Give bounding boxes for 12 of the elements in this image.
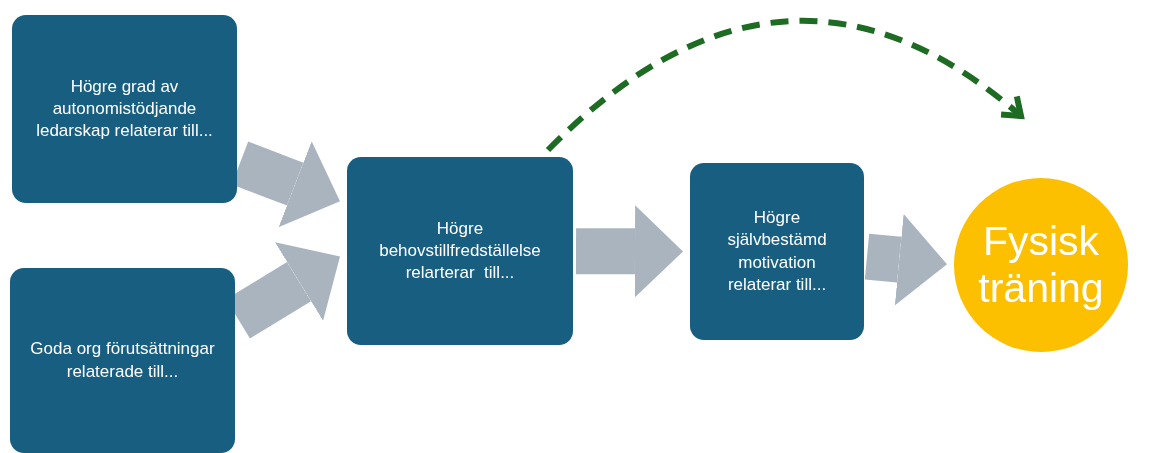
process-box — [12, 15, 237, 203]
node-label: Högre självbestämd motivation relaterar till... — [726, 207, 828, 296]
curved-arrow — [545, 18, 1024, 153]
node-label: Goda org förutsättningar relaterade till... — [29, 338, 216, 383]
node-label: Högre behovstillfredställelse relarterar till... — [378, 217, 542, 285]
process-box — [690, 163, 864, 340]
node-label: Högre grad av autonomistödjande ledarskap relaterar till... — [35, 75, 214, 143]
node-label: Fysisk träning — [977, 217, 1105, 313]
process-box — [347, 157, 573, 345]
block-arrow — [864, 213, 947, 306]
process-box — [10, 268, 235, 453]
block-arrow — [575, 205, 683, 298]
